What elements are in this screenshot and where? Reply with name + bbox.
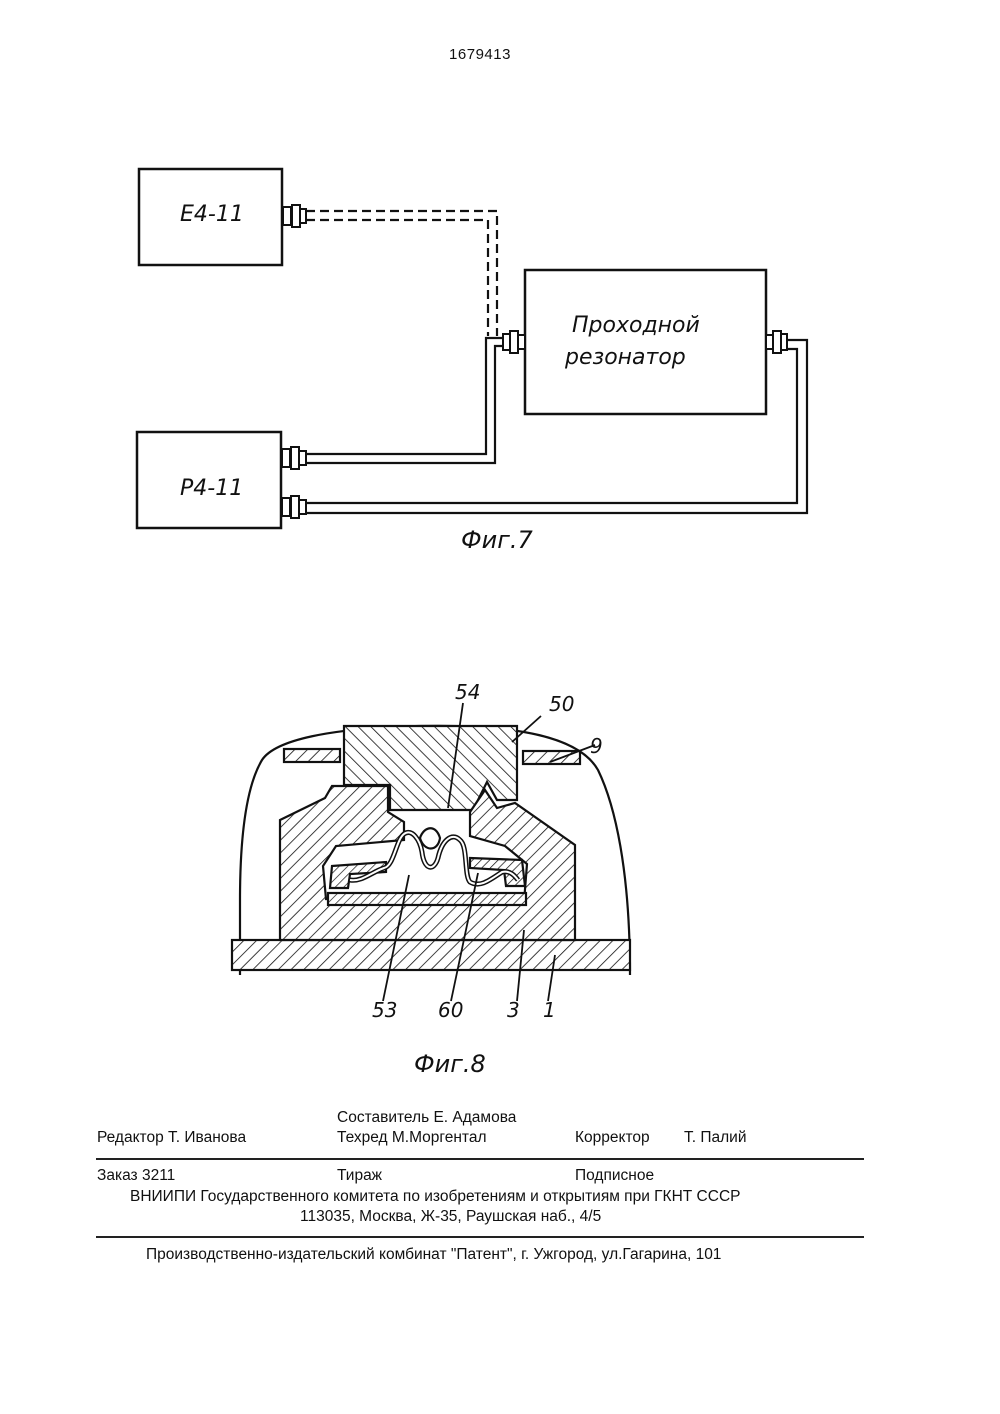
bellows-tip xyxy=(420,828,440,848)
label-60: 60 xyxy=(438,998,463,1022)
publisher: Производственно-издательский комбинат "П… xyxy=(146,1246,721,1264)
figure-8-drawing xyxy=(0,0,1000,1100)
corrector-title: Корректор xyxy=(575,1129,650,1147)
label-53: 53 xyxy=(372,998,397,1022)
label-50: 50 xyxy=(549,692,574,716)
order: Заказ 3211 xyxy=(97,1167,175,1185)
techred: Техред М.Моргентал xyxy=(337,1129,487,1147)
inner-floor xyxy=(328,893,526,905)
circulation: Тираж xyxy=(337,1167,382,1185)
label-1: 1 xyxy=(543,998,556,1022)
compiler: Составитель Е. Адамова xyxy=(337,1109,516,1127)
editor: Редактор Т. Иванова xyxy=(97,1129,246,1147)
flange-left xyxy=(284,749,340,762)
label-54: 54 xyxy=(455,680,480,704)
figure-8-caption: Фиг.8 xyxy=(414,1050,486,1078)
address-line: 113035, Москва, Ж-35, Раушская наб., 4/5 xyxy=(300,1208,601,1226)
insert-left xyxy=(330,862,386,888)
label-9: 9 xyxy=(590,734,603,758)
subscription: Подписное xyxy=(575,1167,654,1185)
org-line: ВНИИПИ Государственного комитета по изоб… xyxy=(130,1188,740,1206)
corrector-name: Т. Палий xyxy=(684,1129,746,1147)
imprint-rule-1 xyxy=(96,1158,864,1160)
base-plate xyxy=(232,940,630,970)
imprint-rule-2 xyxy=(96,1236,864,1238)
label-3: 3 xyxy=(507,998,520,1022)
